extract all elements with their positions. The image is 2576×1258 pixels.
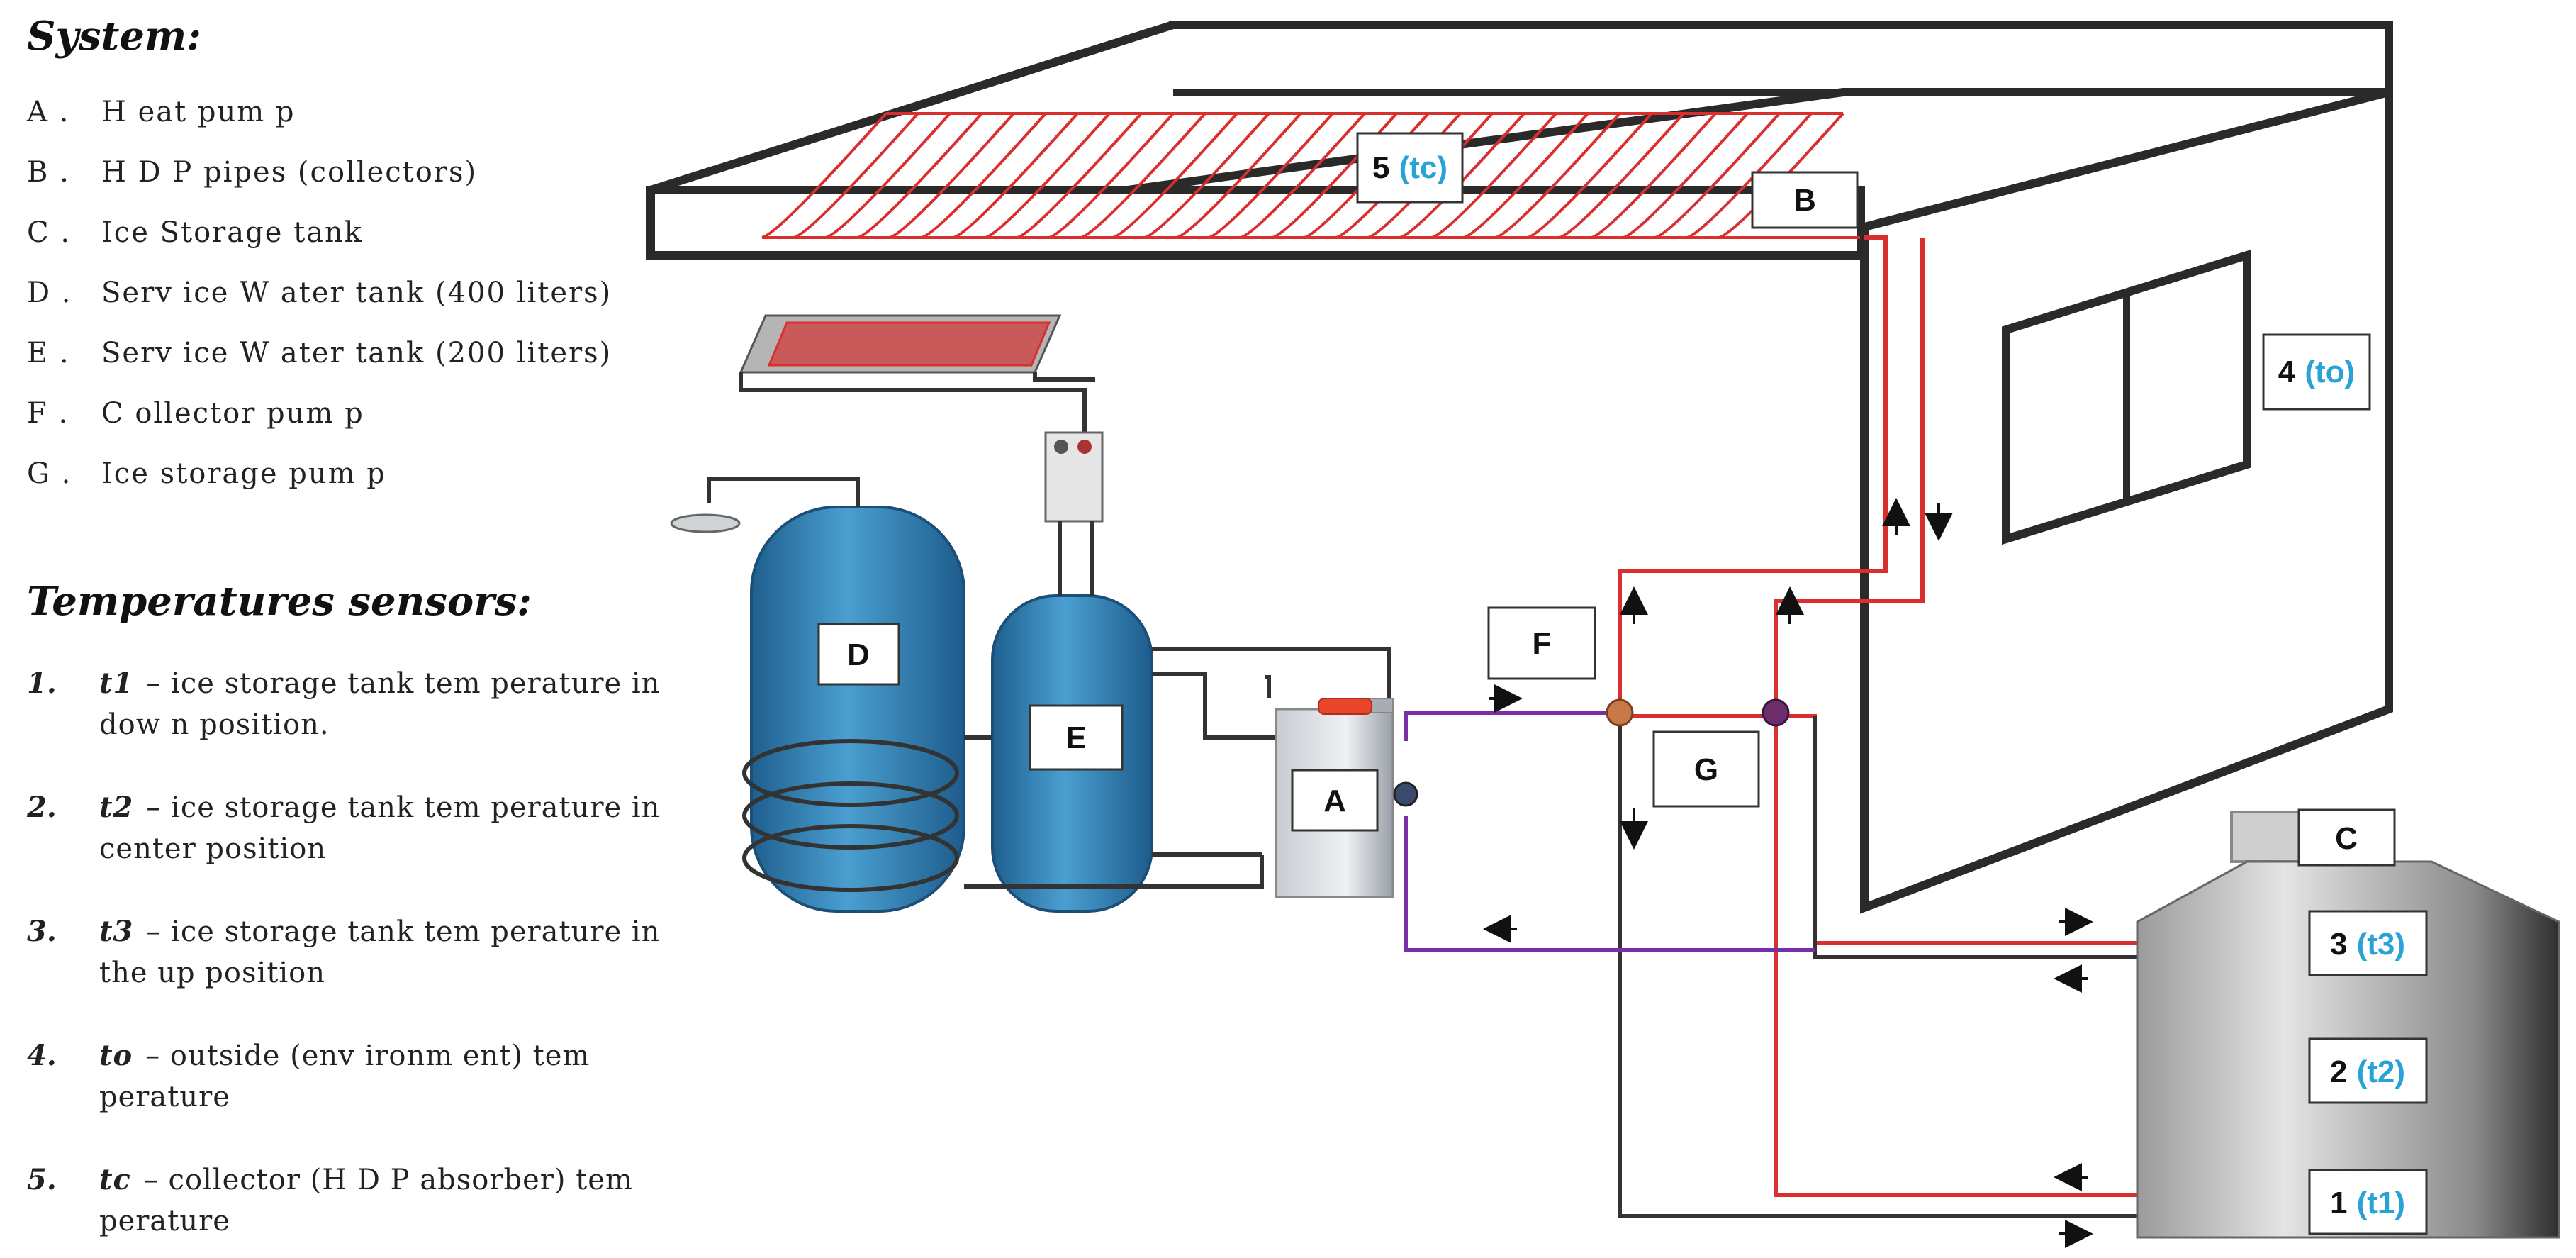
sensor-num: 4. <box>27 1039 57 1072</box>
system-item-text: Ice storage pum p <box>101 457 386 490</box>
system-item-ice-pump: G . Ice storage pum p <box>27 457 386 490</box>
svg-text:1 (t1): 1 (t1) <box>2330 1186 2405 1220</box>
service-water-tank-400 <box>670 477 965 913</box>
system-item-ice-storage: C . Ice Storage tank <box>27 216 363 249</box>
collector-pump-valve <box>1606 698 1634 727</box>
sensor-code: to <box>99 1039 133 1072</box>
sensor-num: 5. <box>27 1163 57 1196</box>
system-item-tank-200: E . Serv ice W ater tank (200 liters) <box>27 337 612 369</box>
system-item-letter: A . <box>27 96 70 128</box>
label-a-text: A <box>1323 784 1346 818</box>
system-item-collector-pump: F . C ollector pum p <box>27 397 364 430</box>
system-item-text: H D P pipes (collectors) <box>101 156 478 189</box>
sensor-code: t1 <box>99 667 134 700</box>
sensor-label-tc: 5 (tc) <box>1356 132 1464 204</box>
sensor-code: t3 <box>99 915 134 948</box>
system-item-letter: C . <box>27 216 72 249</box>
label-box-b: B <box>1751 171 1859 229</box>
label-e-text: E <box>1065 720 1086 755</box>
sensor-t1-num: 1 <box>2330 1186 2347 1220</box>
label-box-d: D <box>817 623 900 686</box>
sensor-t2-code: (t2) <box>2357 1054 2405 1089</box>
system-item-hdp-pipes: B . H D P pipes (collectors) <box>27 156 477 189</box>
flow-arrows <box>1483 498 2093 1248</box>
sensor-num: 2. <box>27 791 57 824</box>
sensor-t1-code: (t1) <box>2357 1186 2405 1220</box>
system-item-letter: F . <box>27 397 69 430</box>
sensor-to-num: 4 <box>2278 355 2296 389</box>
sensor-label-to: 4 (to) <box>2262 333 2371 411</box>
system-item-letter: B . <box>27 156 70 189</box>
system-item-text: Ice Storage tank <box>101 216 364 249</box>
label-box-e: E <box>1029 704 1124 771</box>
label-box-g: G <box>1652 730 1760 808</box>
svg-text:2 (t2): 2 (t2) <box>2330 1054 2405 1089</box>
label-c-text: C <box>2335 821 2358 856</box>
sensor-num: 3. <box>27 915 57 948</box>
ice-storage-pump-valve <box>1762 698 1790 727</box>
sensor-to-code: (to) <box>2305 355 2355 389</box>
sensor-text: – collector (H D P absorber) tem peratur… <box>99 1164 633 1237</box>
sensor-tc-code: (tc) <box>1399 150 1447 185</box>
system-item-text: H eat pum p <box>101 96 296 128</box>
tank-pipes <box>964 647 1391 889</box>
system-item-letter: E . <box>27 337 70 369</box>
system-heading: System: <box>27 13 201 60</box>
system-item-text: Serv ice W ater tank (400 liters) <box>101 277 612 309</box>
sensor-label-t2: 2 (t2) <box>2308 1037 2428 1104</box>
system-item-text: Serv ice W ater tank (200 liters) <box>101 337 612 369</box>
solar-collector <box>739 314 1104 596</box>
label-box-f: F <box>1487 606 1596 680</box>
sensor-text: – ice storage tank tem perature in dow n… <box>99 667 661 741</box>
sensor-t3-num: 3 <box>2330 927 2347 962</box>
system-item-text: C ollector pum p <box>101 397 364 430</box>
system-item-letter: G . <box>27 457 72 490</box>
svg-text:5 (tc): 5 (tc) <box>1372 150 1447 185</box>
sensor-tc-num: 5 <box>1372 150 1389 185</box>
system-item-letter: D . <box>27 277 72 309</box>
sensor-code: t2 <box>99 791 134 824</box>
sensor-text: – ice storage tank tem perature in cente… <box>99 791 661 865</box>
legend-panel: System: A . H eat pum p B . H D P pipes (c… <box>0 0 666 1258</box>
heat-pump-pipes <box>1404 711 1815 952</box>
label-box-a: A <box>1291 769 1379 832</box>
sensor-t3-code: (t3) <box>2357 927 2405 962</box>
sensors-heading: Temperatures sensors: <box>27 578 532 625</box>
house-wall <box>1860 87 2393 914</box>
label-g-text: G <box>1694 752 1718 787</box>
label-d-text: D <box>847 638 870 672</box>
label-b-text: B <box>1793 183 1816 218</box>
svg-text:4 (to): 4 (to) <box>2278 355 2355 389</box>
label-f-text: F <box>1533 626 1552 661</box>
label-box-c: C <box>2297 808 2396 867</box>
house-roof <box>646 21 2393 260</box>
roof-collector-pipes <box>761 112 1864 239</box>
sensor-text: – outside (env ironm ent) tem perature <box>99 1040 590 1113</box>
sensor-code: tc <box>99 1163 131 1196</box>
sensor-text: – ice storage tank tem perature in the u… <box>99 915 661 989</box>
sensor-t2-num: 2 <box>2330 1054 2347 1089</box>
sensor-label-t3: 3 (t3) <box>2308 910 2428 976</box>
sensor-label-t1: 1 (t1) <box>2308 1169 2428 1235</box>
system-item-tank-400: D . Serv ice W ater tank (400 liters) <box>27 277 612 309</box>
system-item-heat-pump: A . H eat pum p <box>27 96 296 128</box>
svg-text:3 (t3): 3 (t3) <box>2330 927 2405 962</box>
sensor-num: 1. <box>27 667 57 700</box>
